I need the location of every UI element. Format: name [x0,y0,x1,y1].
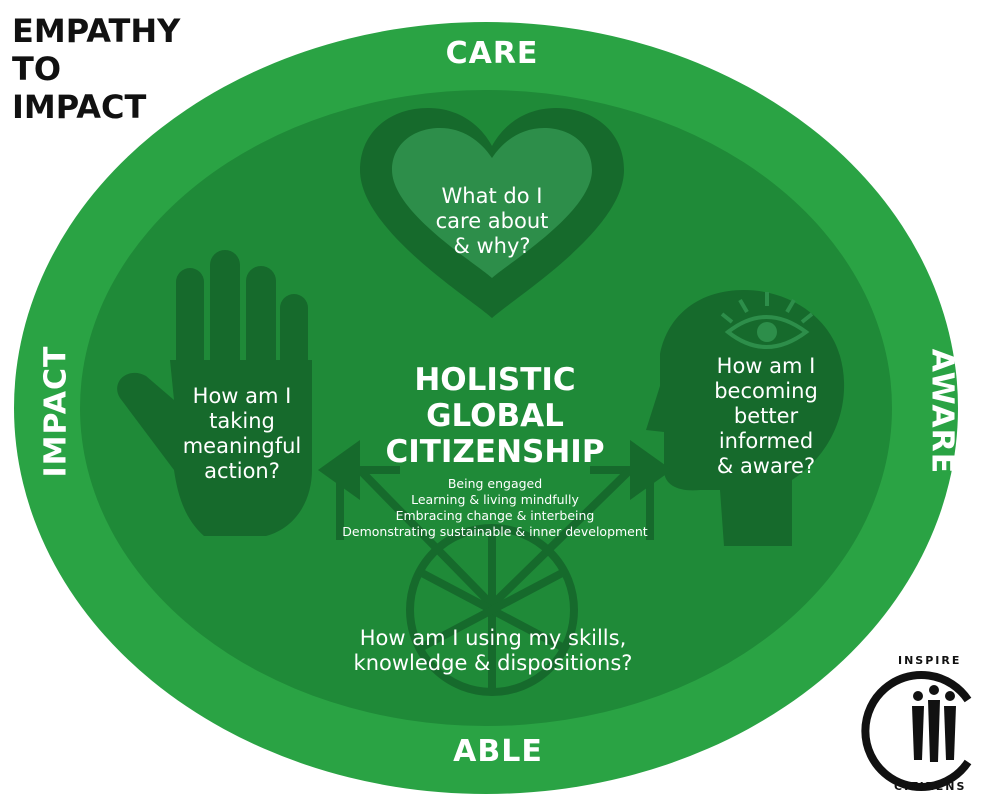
question-line: How am I [192,384,292,408]
center-title: HOLISTIC GLOBAL CITIZENSHIP [330,362,660,470]
center-title-line: GLOBAL [426,398,564,434]
question-line: & why? [453,234,531,258]
ring-label-impact: IMPACT [38,345,74,478]
hand-question: How am I taking meaningful action? [152,384,332,484]
question-line: What do I [441,184,543,208]
head-icon [646,290,845,546]
question-line: action? [204,459,280,483]
list-item: Demonstrating sustainable & inner develo… [342,524,648,539]
center-item-list: Being engaged Learning & living mindfull… [300,476,690,540]
ring-label-aware: AWARE [924,348,960,475]
page-title: EMPATHY TO IMPACT [12,12,232,126]
hand-icon [117,250,312,536]
title-line: TO [12,50,62,88]
question-line: How am I [716,354,816,378]
question-line: knowledge & dispositions? [353,651,633,675]
list-item: Learning & living mindfully [411,492,579,507]
question-line: better [733,404,799,428]
inner-disc [80,90,892,726]
ring-label-able: ABLE [453,734,543,769]
head-question: How am I becoming better informed & awar… [676,354,856,479]
question-line: informed [718,429,814,453]
title-line: IMPACT [12,88,147,126]
question-line: How am I using my skills, [359,626,627,650]
question-line: care about [435,209,549,233]
inspire-citizens-logo-icon [861,671,972,791]
wheel-icon [406,524,578,696]
left-arrow-head-icon [318,440,360,500]
center-title-line: HOLISTIC [414,362,576,398]
heart-question: What do I care about & why? [402,184,582,259]
bottom-question: How am I using my skills, knowledge & di… [320,626,666,676]
title-line: EMPATHY [12,12,181,50]
logo-top-text: INSPIRE [898,654,962,667]
ring-label-care: CARE [445,36,539,71]
question-line: becoming [714,379,818,403]
list-item: Being engaged [447,476,543,491]
question-line: meaningful [182,434,302,458]
list-item: Embracing change & interbeing [395,508,595,523]
logo-bottom-text: CITIZENS [894,780,967,793]
heart-inner-icon [392,128,592,278]
center-title-line: CITIZENSHIP [385,434,605,470]
question-line: & aware? [716,454,816,478]
right-arrow-head-icon [630,440,672,500]
question-line: taking [209,409,275,433]
